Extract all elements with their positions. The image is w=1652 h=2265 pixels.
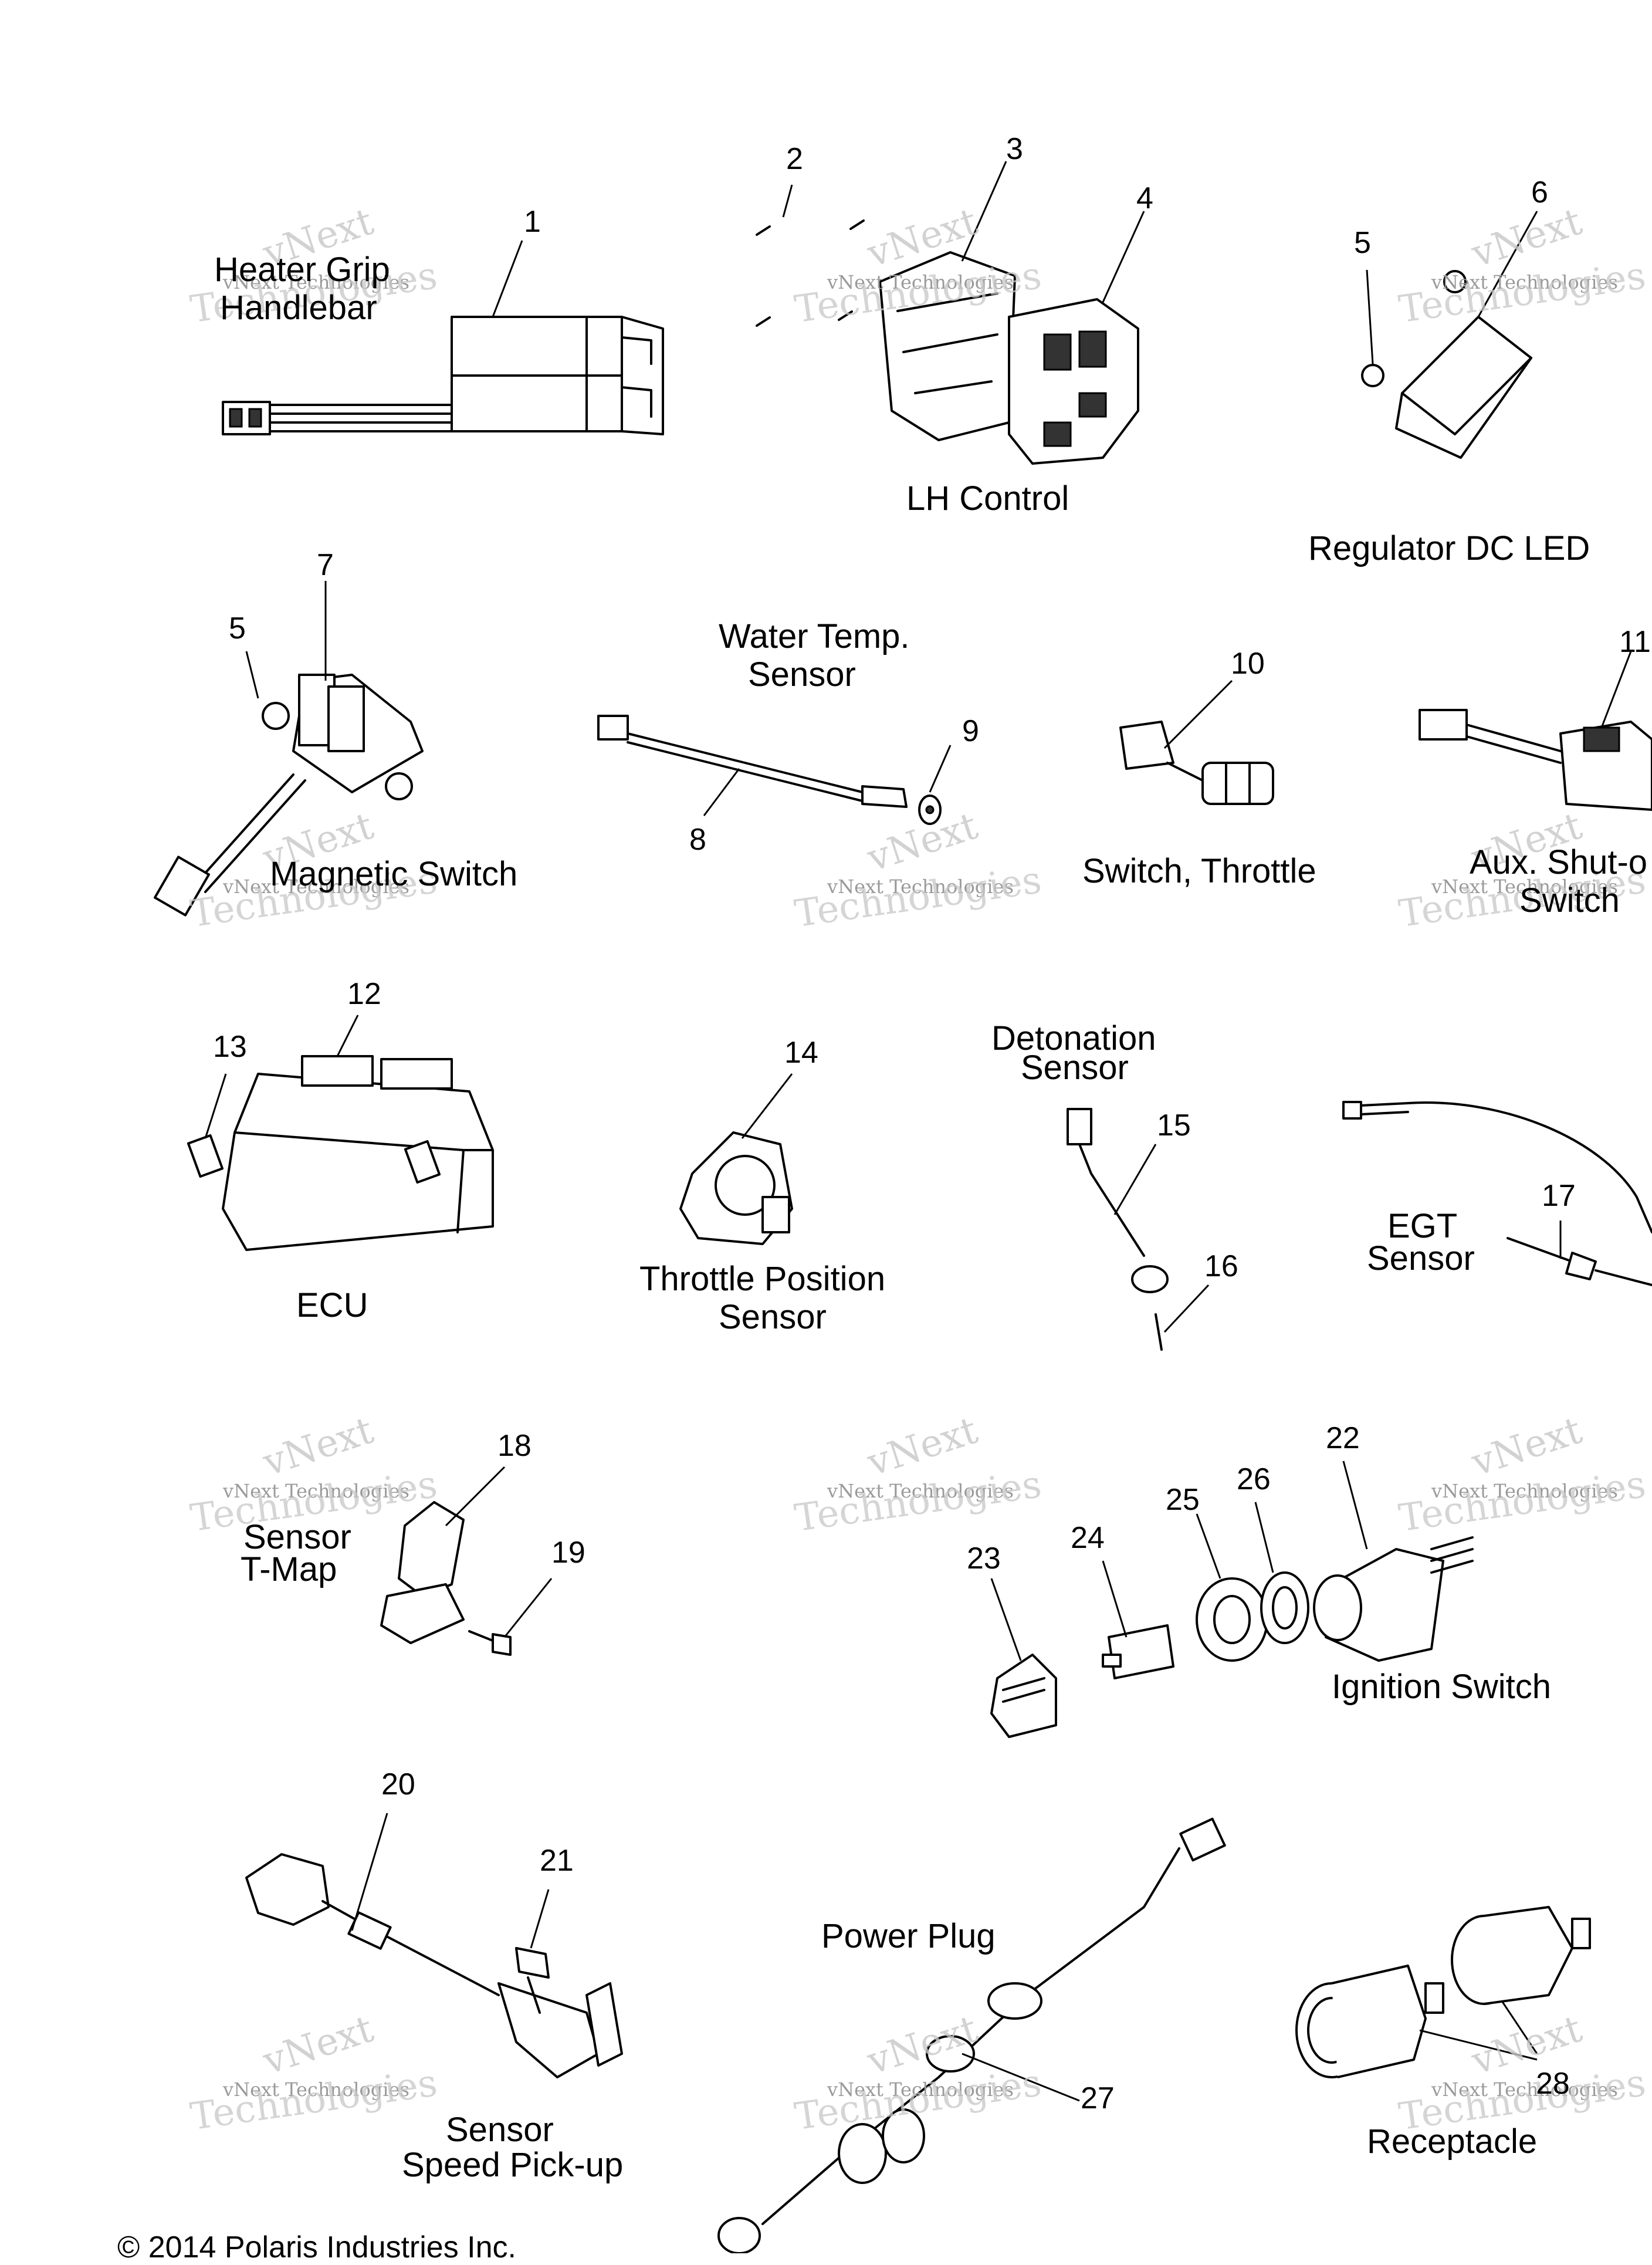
callout-5b: 5 [229, 611, 246, 645]
copyright-notice: © 2014 Polaris Industries Inc. [117, 2230, 516, 2264]
part-11-aux-shutoff-switch [1419, 651, 1652, 811]
part-15-detonation-sensor [1067, 1108, 1210, 1351]
label-tmap-2: T-Map [241, 1550, 337, 1588]
callout-15: 15 [1157, 1108, 1191, 1142]
callout-26: 26 [1237, 1462, 1271, 1496]
callout-11: 11 [1619, 625, 1651, 659]
label-lh-control: LH Control [906, 479, 1069, 518]
part-27-power-plug [717, 1817, 1226, 2253]
callout-16: 16 [1204, 1249, 1238, 1283]
part-7-magnetic-switch [154, 581, 424, 917]
part-28-receptacle [1295, 1906, 1591, 2078]
callout-10: 10 [1231, 647, 1265, 681]
callout-28: 28 [1536, 2067, 1570, 2101]
label-aux-shutoff-switch: Switch [1519, 881, 1620, 919]
callout-19: 19 [551, 1536, 585, 1570]
label-speed-sensor: Sensor [446, 2111, 554, 2149]
part-20-speed-sensor [245, 1813, 623, 2078]
label-magnetic-switch: Magnetic Switch [270, 855, 518, 893]
part-3-lh-control-housing [879, 161, 1016, 441]
label-ignition-switch: Ignition Switch [1332, 1668, 1551, 1706]
part-22-26-ignition-switch [990, 1461, 1474, 1738]
callout-20: 20 [381, 1767, 415, 1801]
callout-17: 17 [1542, 1179, 1576, 1213]
part-10-throttle-switch [1119, 680, 1274, 805]
callout-14: 14 [784, 1036, 818, 1070]
part-4-lh-control-switch [1008, 211, 1145, 465]
label-water-temp: Water Temp. [719, 617, 910, 655]
label-ecu: ECU [296, 1286, 368, 1324]
label-heater-grip: Heater Grip [214, 251, 390, 289]
callout-6: 6 [1531, 175, 1548, 209]
part-8-water-temp-sensor [597, 715, 952, 825]
callout-24: 24 [1071, 1521, 1105, 1555]
label-egt: EGT [1387, 1207, 1458, 1245]
label-tmap: Sensor [243, 1518, 351, 1556]
callout-23: 23 [967, 1541, 1001, 1576]
part-6-regulator [1361, 211, 1538, 459]
callout-25: 25 [1166, 1483, 1200, 1517]
label-tps-sensor: Sensor [719, 1298, 827, 1336]
label-speed-pickup: Speed Pick-up [402, 2146, 624, 2184]
callout-27: 27 [1081, 2081, 1115, 2115]
callout-7: 7 [317, 548, 334, 582]
label-handlebar: Handlebar [220, 289, 377, 327]
callout-5: 5 [1354, 226, 1371, 260]
callout-1: 1 [524, 205, 541, 239]
callout-13: 13 [213, 1030, 247, 1064]
label-tps: Throttle Position [639, 1260, 886, 1298]
callout-12: 12 [347, 977, 381, 1011]
label-receptacle: Receptacle [1367, 2122, 1538, 2161]
label-detonation: Detonation [991, 1019, 1156, 1057]
label-switch-throttle: Switch, Throttle [1082, 852, 1316, 890]
callout-18: 18 [497, 1429, 532, 1463]
label-regulator: Regulator DC LED [1308, 529, 1590, 567]
label-water-temp-sensor: Sensor [748, 655, 856, 694]
part-17-egt-sensor [1342, 1101, 1652, 1286]
part-18-tmap-sensor [380, 1466, 553, 1656]
label-aux-shutoff: Aux. Shut-o [1470, 843, 1648, 881]
callout-4: 4 [1136, 181, 1153, 215]
label-power-plug: Power Plug [821, 1917, 996, 1955]
label-egt-sensor: Sensor [1367, 1239, 1475, 1277]
callout-9: 9 [962, 714, 979, 748]
part-1-heater-grip-connector [222, 240, 664, 435]
label-detonation-sensor: Sensor [1021, 1049, 1129, 1087]
part-14-throttle-position-sensor [679, 1073, 793, 1245]
part-2-screws [756, 184, 865, 327]
part-12-ecu [187, 1015, 494, 1251]
callout-21: 21 [540, 1844, 574, 1878]
callout-2: 2 [786, 142, 803, 176]
callout-8: 8 [689, 823, 706, 857]
callout-22: 22 [1326, 1421, 1360, 1455]
callout-3: 3 [1006, 132, 1023, 166]
